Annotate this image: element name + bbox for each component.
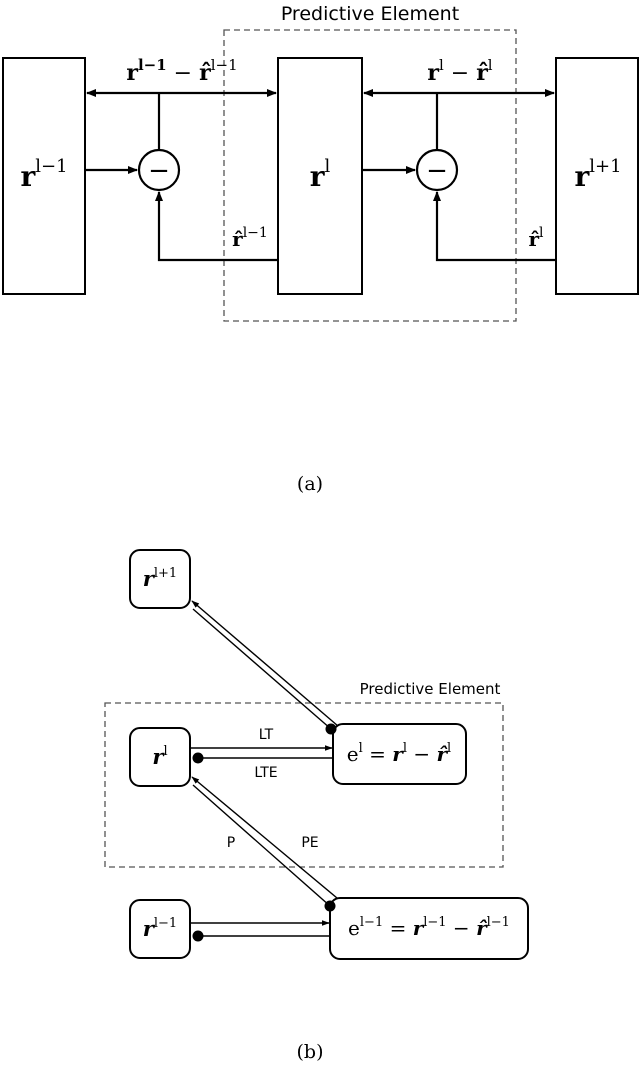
prediction-label-left: r̂l−1 [232, 225, 268, 251]
subtract-node-right [415, 148, 459, 192]
error-bot-label: el−1 = rl−1 − r̂l−1 [348, 915, 510, 940]
error-label-right: rl − r̂l [427, 56, 492, 86]
node-r-l [129, 727, 191, 787]
panel-a: Predictive Element rl−1 rl rl+1 rl−1 − r… [2, 3, 639, 495]
edge-down-from-top [192, 608, 332, 730]
subtract-node-left [137, 148, 181, 192]
predictive-element-label: Predictive Element [281, 3, 459, 25]
edge-lte-label: LTE [254, 765, 277, 781]
edge-bottom-dot [192, 930, 204, 942]
node-r-l-minus-1 [129, 899, 191, 959]
caption-a: (a) [297, 473, 323, 495]
caption-b: (b) [297, 1041, 324, 1063]
edge-p [192, 784, 331, 907]
node-error-l-minus-1 [329, 897, 529, 960]
predictive-element-region [223, 29, 517, 322]
prediction-arrow-left [155, 191, 278, 262]
box-left-label: rl−1 [20, 156, 67, 193]
error-label-left: rl−1 − r̂l−1 [126, 56, 237, 86]
node-bot-label: rl−1 [143, 916, 177, 941]
edge-lt-label: LT [259, 727, 274, 743]
minus-sign-right: − [426, 156, 448, 186]
predictive-element-region-b [104, 702, 504, 868]
prediction-label-right: r̂l [528, 225, 544, 251]
edge-p-label: P [227, 835, 235, 851]
box-r-l-minus-1 [2, 57, 86, 295]
error-mid-label: el = rl − r̂l [347, 741, 451, 766]
node-top-label: rl+1 [143, 566, 177, 591]
node-error-l [332, 723, 467, 785]
node-mid-label: rl [152, 744, 167, 769]
edge-p-dot [324, 900, 336, 912]
prediction-arrow-right [433, 191, 556, 262]
minus-sign-left: − [148, 156, 170, 186]
edge-up-to-top [191, 600, 339, 727]
edge-top-dot [325, 723, 337, 735]
box-right-label: rl+1 [574, 156, 621, 193]
node-r-l-plus-1 [129, 549, 191, 609]
edge-pe [191, 776, 338, 899]
edge-pe-label: PE [301, 835, 318, 851]
panel-b: Predictive Element rl+1 rl rl−1 el = rl … [104, 549, 529, 1063]
edge-lte-dot [192, 752, 204, 764]
box-r-l [277, 57, 363, 295]
predictive-element-label-b: Predictive Element [360, 680, 501, 698]
box-mid-label: rl [310, 156, 331, 193]
box-r-l-plus-1 [555, 57, 639, 295]
